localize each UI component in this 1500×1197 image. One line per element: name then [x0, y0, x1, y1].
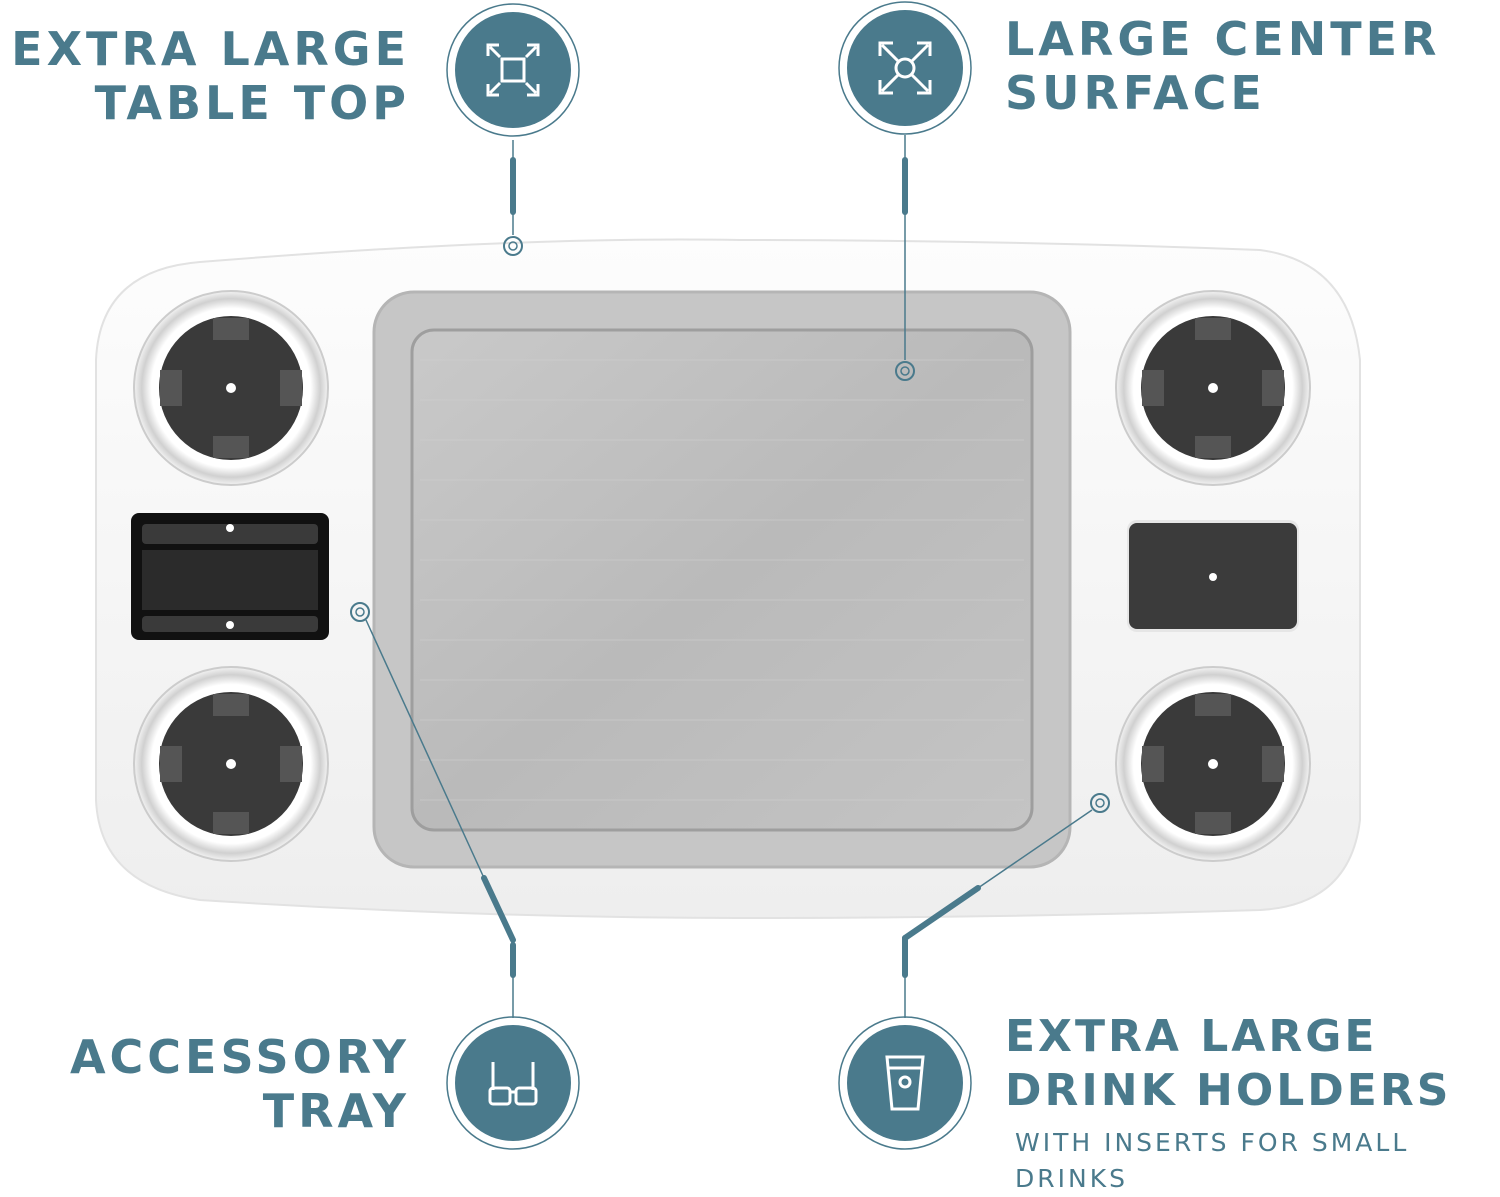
label-drink-holders-sub2: DRINKS	[1015, 1164, 1128, 1193]
label-table-top: EXTRA LARGE TABLE TOP	[0, 22, 410, 130]
label-table-top-line1: EXTRA LARGE	[11, 22, 410, 76]
center-surface-panel	[410, 328, 1034, 832]
four-arrows-out-icon	[838, 1, 972, 135]
label-drink-holders-line2: DRINK HOLDERS	[1005, 1065, 1452, 1116]
label-drink-holders-line1: EXTRA LARGE	[1005, 1011, 1378, 1062]
label-drink-holders-sub1: WITH INSERTS FOR SMALL	[1015, 1128, 1410, 1157]
label-center-surface-line1: LARGE CENTER	[1005, 12, 1441, 66]
accessory-tray	[131, 513, 329, 640]
callout-lines	[350, 135, 1110, 1018]
label-center-surface-line2: SURFACE	[1005, 66, 1266, 120]
label-accessory-tray-line1: ACCESSORY	[69, 1030, 410, 1084]
drink-holder-bottom-left	[133, 666, 329, 862]
drink-holder-bottom-right	[1115, 666, 1311, 862]
label-accessory-tray-line2: TRAY	[262, 1084, 410, 1138]
label-accessory-tray: ACCESSORY TRAY	[0, 1030, 410, 1138]
right-compartment	[1127, 520, 1299, 632]
brushed-texture	[420, 359, 1024, 801]
cup-icon	[838, 1016, 972, 1150]
label-drink-holders: EXTRA LARGE DRINK HOLDERS	[1005, 1010, 1500, 1118]
label-drink-holders-sub: WITH INSERTS FOR SMALL DRINKS	[1015, 1125, 1485, 1197]
label-table-top-line2: TABLE TOP	[94, 76, 410, 130]
drink-holder-top-left	[133, 290, 329, 486]
expand-arrows-icon	[446, 3, 580, 137]
drink-holder-top-right	[1115, 290, 1311, 486]
label-center-surface: LARGE CENTER SURFACE	[1005, 12, 1495, 120]
sunglasses-icon	[446, 1016, 580, 1150]
